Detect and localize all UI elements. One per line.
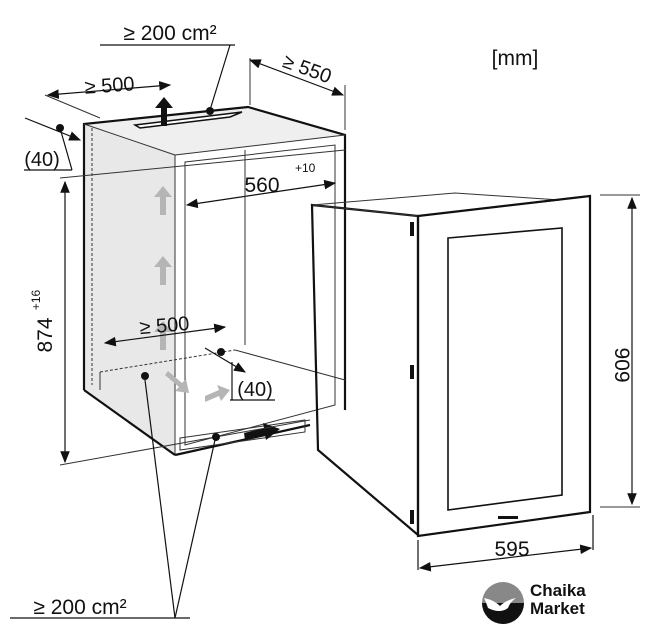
seagull-logo-icon — [482, 582, 524, 624]
niche-height-tolerance: +16 — [29, 289, 43, 310]
niche-depth-label: ≥ 550 — [280, 50, 334, 88]
watermark-line2: Market — [530, 599, 585, 618]
watermark-line1: Chaika — [530, 581, 586, 600]
dimension-lines — [10, 44, 640, 619]
niche-width-tolerance: +10 — [295, 161, 316, 175]
unit-label: [mm] — [492, 47, 539, 70]
niche-height-label: 874 — [34, 317, 57, 352]
watermark-text: Chaika Market — [530, 582, 586, 618]
appliance-width-label: 595 — [494, 538, 529, 561]
top-gap-label: (40) — [24, 149, 60, 171]
wine-cooler-appliance — [310, 192, 592, 538]
bottom-gap-label: (40) — [237, 379, 273, 401]
niche-width-label: 560 — [244, 174, 279, 197]
top-vent-area-label: ≥ 200 cm² — [123, 22, 216, 45]
bottom-vent-width-label: ≥ 500 — [139, 313, 191, 339]
appliance-height-label: 909 — [610, 347, 633, 382]
bottom-vent-area-label: ≥ 200 cm² — [33, 596, 126, 619]
top-vent-width-label: ≥ 500 — [84, 73, 135, 98]
niche-cabinet — [82, 105, 347, 457]
